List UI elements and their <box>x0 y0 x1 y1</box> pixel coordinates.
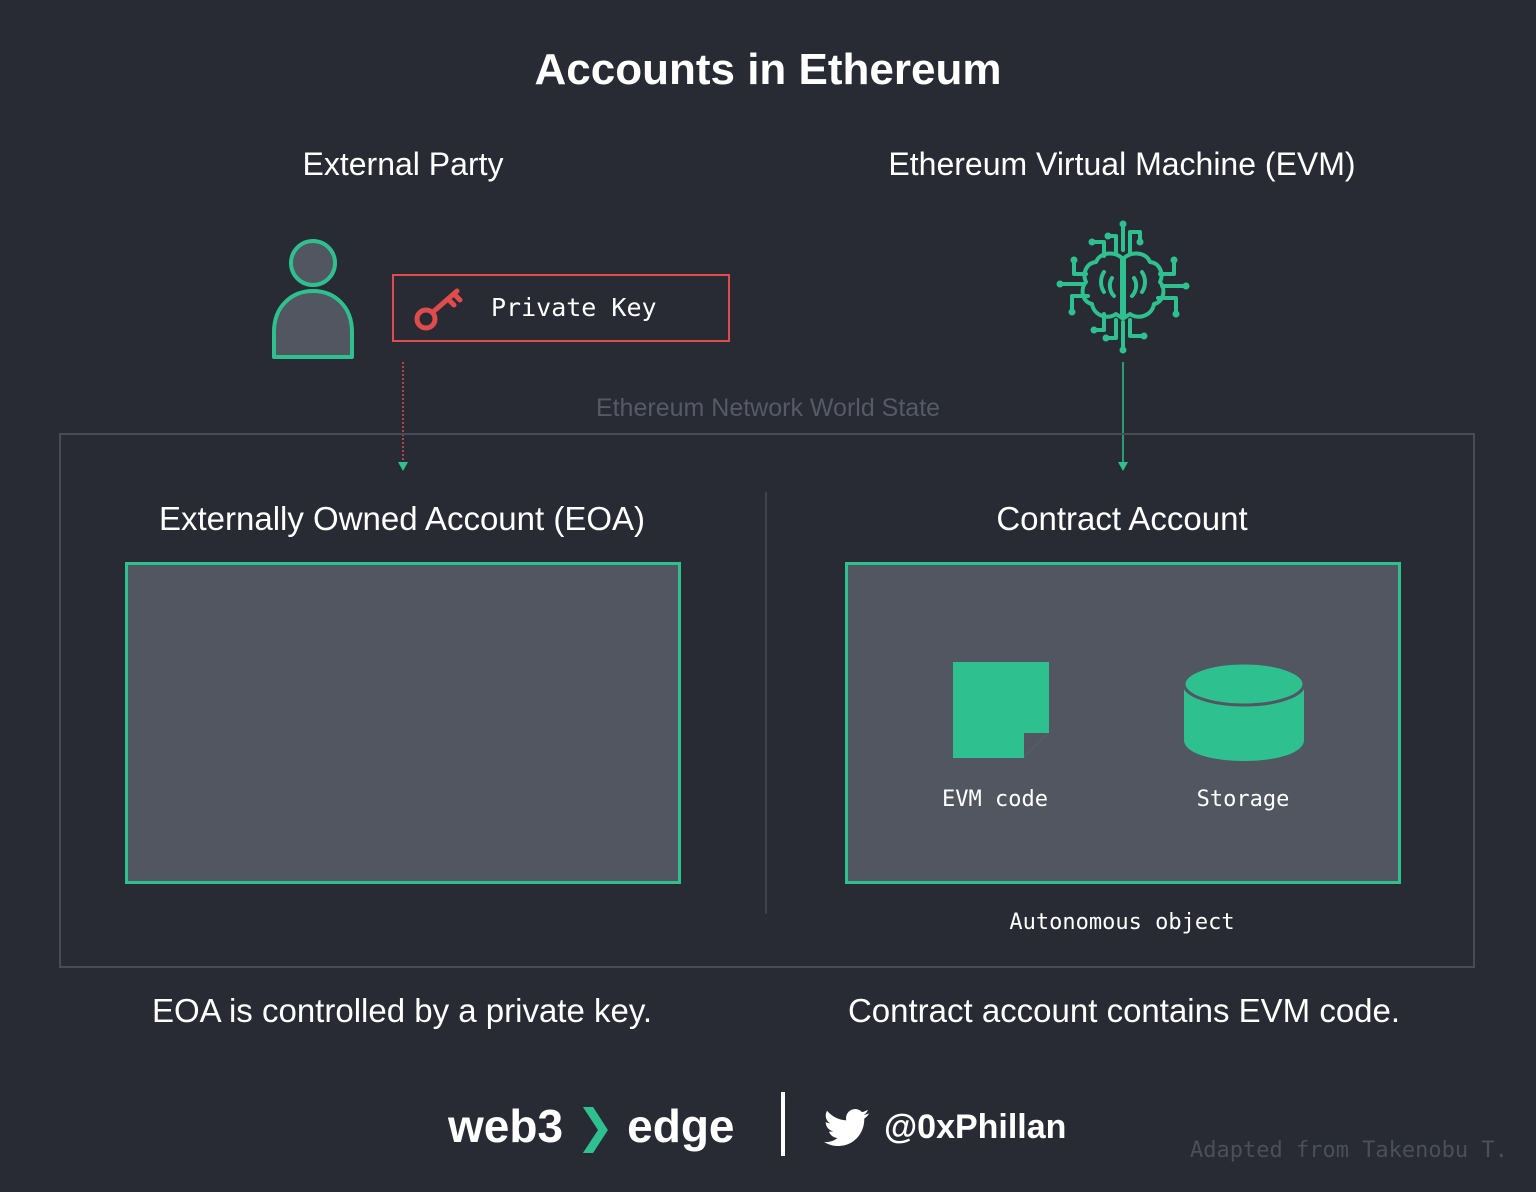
key-icon <box>414 288 463 331</box>
web3edge-logo: web3 ❯ edge <box>448 1098 735 1154</box>
credit-text: Adapted from Takenobu T. <box>1190 1138 1508 1163</box>
twitter-handle: @0xPhillan <box>884 1108 1067 1146</box>
footer-separator <box>781 1092 785 1156</box>
external-party-heading: External Party <box>302 146 504 182</box>
world-state-divider <box>765 492 767 914</box>
storage-label: Storage <box>1196 787 1290 812</box>
private-key-box <box>392 274 730 342</box>
person-icon <box>272 239 354 359</box>
logo-chevron-icon: ❯ <box>575 1100 615 1152</box>
contract-box <box>845 562 1401 884</box>
twitter-icon <box>824 1109 870 1147</box>
autonomous-object-label: Autonomous object <box>1009 910 1235 935</box>
logo-edge-text: edge <box>627 1100 735 1152</box>
contract-heading: Contract Account <box>996 500 1248 537</box>
diagram-title: Accounts in Ethereum <box>534 45 1002 94</box>
eoa-box <box>125 562 681 884</box>
private-key-arrow <box>398 362 408 471</box>
evm-code-label: EVM code <box>942 787 1048 812</box>
private-key-label: Private Key <box>491 293 657 322</box>
evm-heading: Ethereum Virtual Machine (EVM) <box>888 146 1356 182</box>
logo-web3-text: web3 <box>448 1100 564 1152</box>
eoa-heading: Externally Owned Account (EOA) <box>158 500 646 537</box>
evm-arrow <box>1118 362 1128 471</box>
eoa-caption: EOA is controlled by a private key. <box>151 992 653 1029</box>
brain-circuit-icon <box>1056 220 1190 354</box>
database-icon <box>1182 661 1306 761</box>
world-state-label: Ethereum Network World State <box>595 394 941 422</box>
document-icon <box>953 662 1049 758</box>
world-state-box <box>59 433 1475 968</box>
contract-caption: Contract account contains EVM code. <box>847 992 1401 1029</box>
